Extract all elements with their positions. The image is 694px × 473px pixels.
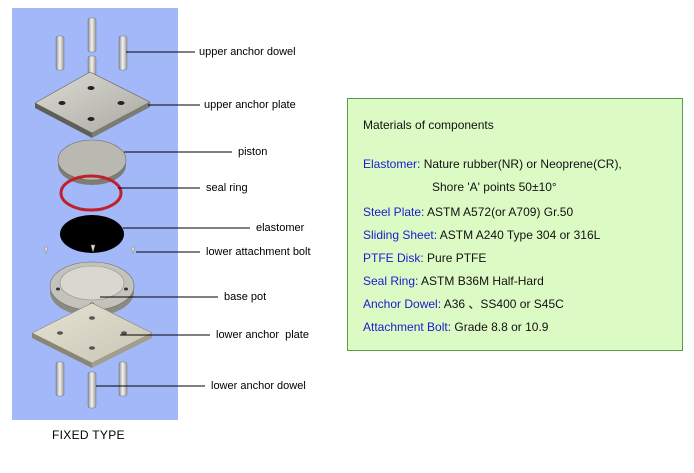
material-seal-ring: Seal Ring: ASTM B36M Half-Hard <box>363 274 544 288</box>
material-value: A36 、SS400 or S45C <box>443 297 564 311</box>
material-label: PTFE Disk: <box>363 251 424 265</box>
material-value: ASTM A240 Type 304 or 316L <box>439 228 601 242</box>
material-label: Elastomer: <box>363 157 421 171</box>
lower-attachment-bolts <box>43 244 136 255</box>
elastomer <box>60 215 124 253</box>
material-value: Grade 8.8 or 10.9 <box>454 320 549 334</box>
label-upper-anchor-plate: upper anchor plate <box>204 99 296 111</box>
label-piston: piston <box>238 146 268 158</box>
label-base-pot: base pot <box>224 291 267 303</box>
material-value: ASTM B36M Half-Hard <box>421 274 544 288</box>
material-ptfe-disk: PTFE Disk: Pure PTFE <box>363 251 486 265</box>
leader-lines <box>96 51 250 387</box>
seal-ring <box>59 174 123 212</box>
materials-box: Materials of components Elastomer: Natur… <box>347 98 683 351</box>
material-label: Steel Plate: <box>363 205 425 219</box>
lower-anchor-plate <box>31 302 153 368</box>
piston <box>57 139 127 185</box>
material-label: Seal Ring: <box>363 274 419 288</box>
base-pot <box>49 261 135 316</box>
material-steel-plate: Steel Plate: ASTM A572(or A709) Gr.50 <box>363 205 573 219</box>
material-value: Pure PTFE <box>427 251 487 265</box>
label-lower-attachment-bolt: lower attachment bolt <box>206 246 311 258</box>
label-elastomer: elastomer <box>256 222 305 234</box>
material-anchor-dowel: Anchor Dowel: A36 、SS400 or S45C <box>363 297 564 311</box>
material-elastomer: Elastomer: Nature rubber(NR) or Neoprene… <box>363 157 622 171</box>
diagram-caption: FIXED TYPE <box>52 428 125 442</box>
material-label: Sliding Sheet: <box>363 228 438 242</box>
materials-title: Materials of components <box>363 118 494 132</box>
material-attachment-bolt: Attachment Bolt: Grade 8.8 or 10.9 <box>363 320 548 334</box>
label-seal-ring: seal ring <box>206 182 248 194</box>
label-upper-anchor-dowel: upper anchor dowel <box>199 46 296 58</box>
upper-anchor-plate <box>34 71 151 138</box>
material-label: Attachment Bolt: <box>363 320 452 334</box>
material-value: Nature rubber(NR) or Neoprene(CR), <box>423 157 622 171</box>
lower-anchor-dowels <box>55 361 128 409</box>
material-label: Anchor Dowel: <box>363 297 442 311</box>
label-lower-anchor-plate: lower anchor plate <box>216 329 309 341</box>
material-sliding-sheet: Sliding Sheet: ASTM A240 Type 304 or 316… <box>363 228 600 242</box>
material-elastomer-continuation: Shore 'A' points 50±10° <box>432 180 557 194</box>
label-lower-anchor-dowel: lower anchor dowel <box>211 380 306 392</box>
material-value: ASTM A572(or A709) Gr.50 <box>427 205 574 219</box>
